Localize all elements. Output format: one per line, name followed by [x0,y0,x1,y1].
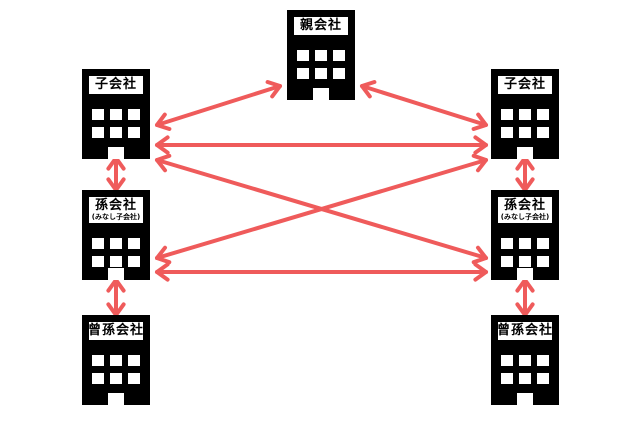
label-grandchild-right-name: 孫会社 [503,198,546,213]
door [108,393,124,405]
window [128,238,140,249]
window [297,50,309,61]
window [537,238,549,249]
label-child-left: 子会社 [87,74,145,96]
window [315,68,327,79]
arrow-head-end [471,245,488,265]
window [519,238,531,249]
label-grandchild-left-sub: (みなし子会社) [91,212,141,221]
window [537,127,549,138]
label-great-grandchild-right-name: 曾孫会社 [497,323,554,339]
arrow-grandchild-left-to-grandchild-right [155,262,488,282]
label-child-right: 子会社 [496,74,554,96]
window [92,127,104,138]
window [501,355,513,366]
window [501,109,513,120]
window [315,50,327,61]
window [110,127,122,138]
arrow-grandchild-left-to-child-right [155,153,488,265]
door [517,147,533,159]
window [519,109,531,120]
arrow-head-end [473,135,488,155]
arrow-parent-to-child-left [155,80,282,131]
label-child-left-name: 子会社 [94,77,137,93]
door [517,393,533,405]
arrow-child-left-to-child-right [155,135,488,155]
window [128,109,140,120]
arrow-parent-to-child-right [360,80,488,131]
door [313,88,329,100]
window [519,355,531,366]
label-great-grandchild-right: 曾孫会社 [496,320,554,342]
window [519,256,531,267]
window [128,127,140,138]
window [519,373,531,384]
arrow-head-end [471,153,488,173]
label-grandchild-right: 孫会社 (みなし子会社) [496,195,554,225]
label-child-right-name: 子会社 [503,77,546,93]
window [128,355,140,366]
window [333,50,345,61]
arrow-head-start [155,153,172,173]
window [333,68,345,79]
window [92,256,104,267]
window [537,355,549,366]
arrow-shaft [360,84,488,127]
arrow-head-end [473,262,488,282]
arrow-child-right-to-grandchild-right [515,156,535,192]
label-parent: 親会社 [292,15,350,37]
window [519,127,531,138]
door [108,147,124,159]
label-parent-name: 親会社 [299,18,342,34]
window [501,256,513,267]
arrow-head-start [155,135,170,155]
arrow-grandchild-left-to-great-grandchild-left [106,278,126,317]
arrow-head-start [155,245,172,265]
door [517,268,533,280]
window [110,373,122,384]
arrow-shaft [155,158,488,260]
relationship-arrows [106,80,535,317]
window [537,373,549,384]
window [501,127,513,138]
window [110,355,122,366]
label-grandchild-right-sub: (みなし子会社) [500,212,550,221]
window [110,238,122,249]
window [128,256,140,267]
arrow-head-end [265,80,282,99]
window [501,238,513,249]
window [537,256,549,267]
arrow-head-end [471,112,488,131]
door [108,268,124,280]
window [110,109,122,120]
label-grandchild-left-name: 孫会社 [94,198,137,213]
arrow-shaft [155,84,282,127]
window [128,373,140,384]
arrow-head-start [360,80,377,99]
label-great-grandchild-left: 曾孫会社 [87,320,145,342]
arrow-head-start [155,112,172,131]
arrow-head-start [155,262,170,282]
window [110,256,122,267]
arrow-grandchild-right-to-great-grandchild-right [515,278,535,317]
window [92,373,104,384]
window [501,373,513,384]
window [537,109,549,120]
window [297,68,309,79]
label-grandchild-left: 孫会社 (みなし子会社) [87,195,145,225]
window [92,355,104,366]
window [92,109,104,120]
label-great-grandchild-left-name: 曾孫会社 [88,323,145,339]
window [92,238,104,249]
arrow-child-left-to-grandchild-left [106,156,126,192]
